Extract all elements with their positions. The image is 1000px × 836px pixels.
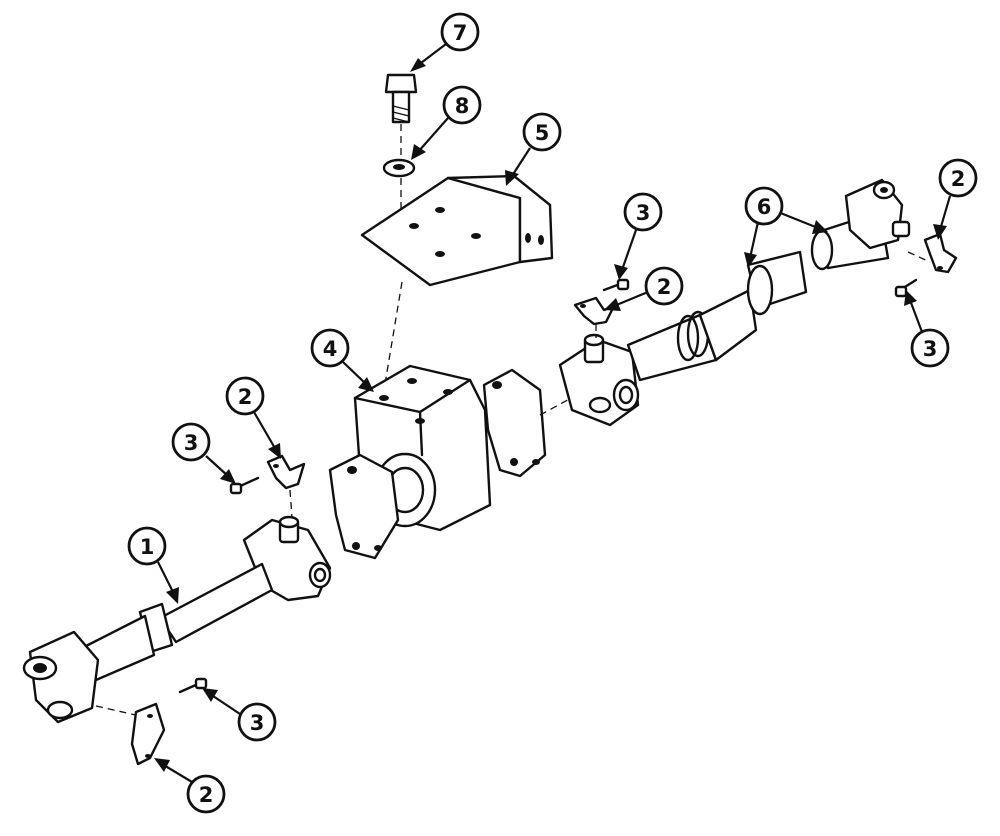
cap-screw-lower-left — [178, 677, 208, 694]
bolt-part-7 — [384, 73, 418, 160]
svg-text:3: 3 — [636, 201, 651, 225]
rear-universal-joint — [558, 300, 640, 427]
cap-screw-right — [894, 278, 918, 298]
callout-8: 8 — [411, 85, 482, 160]
callout-1: 1 — [127, 526, 179, 604]
svg-text:7: 7 — [453, 21, 468, 45]
svg-text:3: 3 — [923, 337, 938, 361]
callout-2-upper-right: 2 — [933, 158, 978, 240]
callout-3-middle-left: 3 — [171, 422, 236, 484]
svg-text:3: 3 — [250, 711, 265, 735]
callout-5: 5 — [505, 112, 562, 186]
strap-clamp-middle-left — [266, 454, 306, 519]
callout-2-lower-left: 2 — [154, 758, 226, 814]
svg-text:8: 8 — [455, 94, 470, 118]
svg-text:2: 2 — [951, 167, 966, 191]
svg-text:2: 2 — [199, 783, 214, 807]
strap-clamp-upper-right — [923, 232, 958, 274]
center-bearing-part-4 — [328, 364, 576, 560]
svg-text:5: 5 — [535, 121, 550, 145]
strap-clamp-lower-left — [130, 702, 166, 766]
callout-4: 4 — [310, 328, 374, 392]
cap-screw-upper-center — [602, 278, 630, 292]
svg-text:2: 2 — [238, 385, 253, 409]
svg-text:1: 1 — [140, 535, 155, 559]
callout-3-upper-center: 3 — [614, 192, 663, 280]
callout-2-middle-left: 2 — [225, 376, 281, 459]
cap-screw-middle-left — [229, 476, 260, 495]
callout-3-lower-left: 3 — [202, 688, 277, 742]
svg-text:2: 2 — [657, 275, 672, 299]
front-drive-shaft-part-1 — [22, 515, 332, 724]
callout-3-right: 3 — [904, 290, 950, 368]
svg-text:4: 4 — [323, 337, 338, 361]
strap-clamp-upper-center — [573, 296, 616, 326]
svg-text:3: 3 — [184, 431, 199, 455]
svg-text:6: 6 — [757, 195, 772, 219]
callout-6: 6 — [744, 186, 828, 268]
callout-7: 7 — [410, 12, 480, 72]
rear-drive-shaft-part-6 — [626, 178, 931, 382]
bracket-part-5 — [360, 174, 554, 391]
callout-2-center: 2 — [604, 266, 684, 311]
